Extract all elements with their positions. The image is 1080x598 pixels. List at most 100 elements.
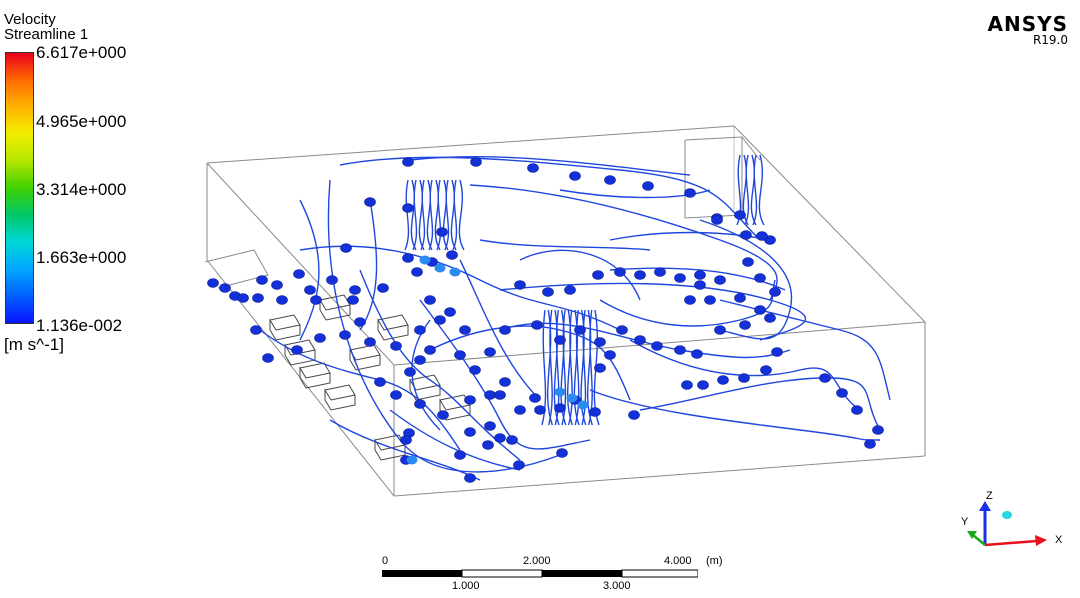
streamline-marker	[556, 448, 568, 458]
streamline	[568, 309, 573, 426]
streamline	[541, 309, 547, 426]
streamline-marker	[529, 393, 541, 403]
streamline-marker	[694, 280, 706, 290]
furniture-box	[269, 314, 301, 341]
scale-unit: (m)	[706, 555, 723, 567]
streamline-marker	[326, 275, 338, 285]
legend-tick-4: 1.663e+000	[36, 248, 127, 267]
streamline	[574, 309, 580, 426]
streamline-marker	[734, 293, 746, 303]
streamline	[559, 189, 711, 199]
streamline-marker	[697, 380, 709, 390]
streamline-marker	[219, 283, 231, 293]
streamline	[499, 282, 807, 341]
y-axis-label: Y	[961, 516, 969, 528]
streamline-marker	[402, 253, 414, 263]
streamline-marker	[634, 335, 646, 345]
furniture-box	[377, 314, 409, 341]
inlet-box	[684, 136, 743, 219]
streamline	[599, 279, 776, 327]
streamline-marker	[654, 267, 666, 277]
legend-tick-max: 6.617e+000	[36, 43, 127, 62]
streamline-marker	[740, 230, 752, 240]
streamline-marker	[771, 347, 783, 357]
streamline-marker	[354, 317, 366, 327]
streamline-marker	[513, 460, 525, 470]
streamline	[609, 267, 786, 291]
scale-label-2: 2.000	[523, 555, 551, 567]
streamline-marker	[414, 399, 426, 409]
scale-bar: 0 2.000 4.000 (m) 1.000 3.000	[378, 555, 723, 596]
streamline	[442, 179, 449, 251]
streamline-marker	[400, 435, 412, 445]
streamline	[459, 259, 541, 401]
streamline-marker	[482, 440, 494, 450]
y-axis	[972, 534, 986, 546]
streamline-marker	[589, 407, 601, 417]
streamline-marker	[674, 345, 686, 355]
streamline-marker	[434, 315, 446, 325]
streamline-marker	[271, 280, 283, 290]
streamline-marker	[470, 157, 482, 167]
streamline-marker	[499, 325, 511, 335]
streamline-marker	[739, 320, 751, 330]
streamline	[458, 179, 465, 251]
legend-quantity: Velocity	[4, 11, 56, 28]
streamline	[412, 179, 418, 251]
streamline-marker	[527, 163, 539, 173]
streamline-marker	[506, 435, 518, 445]
streamline-marker	[642, 181, 654, 191]
streamline-marker	[542, 287, 554, 297]
streamline-marker	[374, 377, 386, 387]
streamline	[339, 156, 761, 241]
streamline-marker	[684, 188, 696, 198]
scale-label-0: 0	[382, 555, 389, 567]
streamline-marker	[674, 273, 686, 283]
color-bar	[5, 52, 34, 324]
streamline-marker	[681, 380, 693, 390]
axis-triad[interactable]: Z Y X	[955, 485, 1080, 565]
streamline-marker	[851, 405, 863, 415]
streamline-marker	[499, 377, 511, 387]
streamline-marker	[437, 410, 449, 420]
streamline	[411, 319, 441, 431]
streamline-marker	[484, 390, 496, 400]
streamline-marker	[406, 455, 418, 465]
streamline-marker	[444, 307, 456, 317]
streamline-marker	[714, 325, 726, 335]
streamline-marker	[469, 365, 481, 375]
streamline	[419, 299, 591, 450]
streamline	[609, 231, 771, 241]
streamline-marker	[402, 203, 414, 213]
streamline	[426, 179, 433, 251]
streamline	[719, 299, 891, 401]
streamline-marker	[459, 325, 471, 335]
streamline-marker	[738, 373, 750, 383]
streamline-marker	[577, 400, 589, 410]
view-orb-icon	[1002, 511, 1012, 519]
streamline-marker	[684, 295, 696, 305]
streamline	[436, 179, 442, 251]
left-step	[204, 249, 269, 289]
streamline-marker	[237, 293, 249, 303]
streamline-marker	[436, 227, 448, 237]
furniture-box	[299, 362, 331, 389]
streamline-marker	[364, 337, 376, 347]
streamline-marker	[494, 433, 506, 443]
y-axis-arrow	[967, 531, 977, 539]
streamline-marker	[414, 355, 426, 365]
streamline	[329, 419, 481, 481]
streamline-marker	[734, 210, 746, 220]
legend-tick-min: 1.136e-002	[36, 316, 123, 335]
streamline-marker	[564, 285, 576, 295]
streamline-marker	[256, 275, 268, 285]
streamline	[429, 325, 631, 401]
streamline	[450, 179, 457, 251]
z-axis-arrow	[979, 501, 991, 511]
streamline	[409, 156, 691, 176]
brand-version: R19.0	[1032, 33, 1068, 47]
streamline-marker	[754, 273, 766, 283]
streamline	[404, 179, 410, 251]
furniture-box	[324, 384, 356, 411]
